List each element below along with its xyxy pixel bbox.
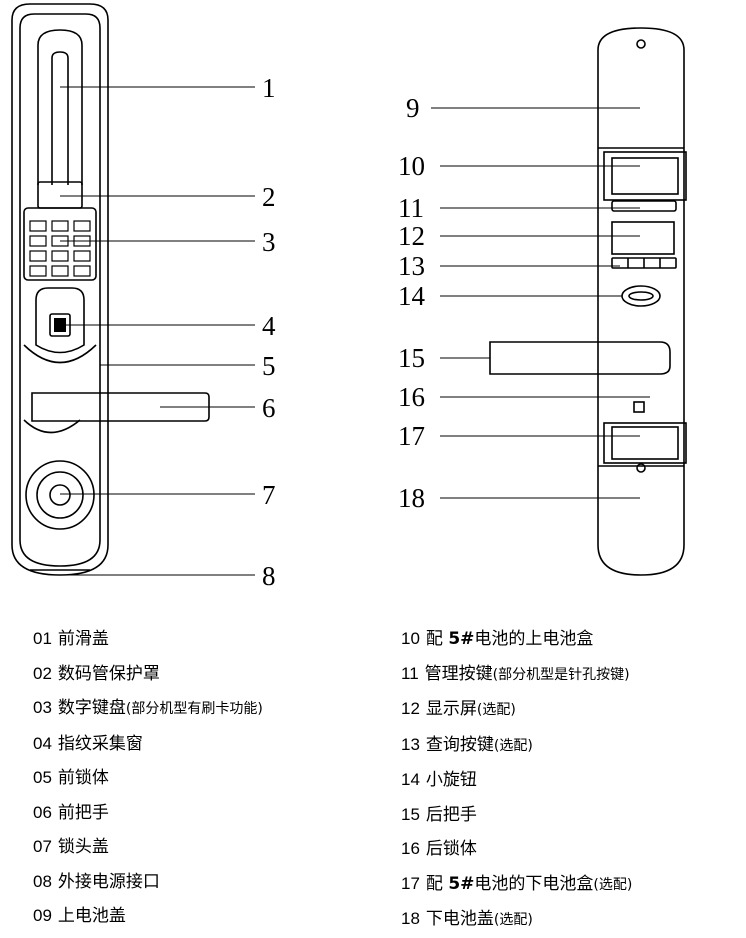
callout-11: 11: [398, 193, 424, 223]
upper-battery-box: [603, 151, 687, 201]
lock-cylinder-cover: [25, 460, 95, 530]
callout-12: 12: [398, 221, 425, 251]
back-handle: [489, 341, 671, 375]
callout-17: 17: [398, 421, 425, 451]
callout-2: 2: [262, 182, 276, 212]
callout-16: 16: [398, 382, 425, 412]
callout-15: 15: [398, 343, 425, 373]
callout-8: 8: [262, 561, 276, 591]
thumb-knob: [621, 285, 661, 307]
front-callout-numbers: 1 2 3 4 5 6 7 8: [262, 73, 276, 591]
callout-6: 6: [262, 393, 276, 423]
callout-9: 9: [406, 93, 420, 123]
keypad: [23, 207, 97, 281]
callout-5: 5: [262, 351, 276, 381]
fingerprint-window: [35, 287, 85, 354]
back-callout-lines: [431, 107, 650, 499]
front-callout-lines: [60, 86, 255, 576]
callout-18: 18: [398, 483, 425, 513]
front-lock-panel: [11, 3, 210, 576]
lock-diagram: 1 2 3 4 5 6 7 8 9 10 11 12 13 14 15 16 1…: [11, 3, 687, 591]
callout-7: 7: [262, 480, 276, 510]
callout-3: 3: [262, 227, 276, 257]
callout-1: 1: [262, 73, 276, 103]
display-screen: [611, 221, 675, 255]
front-handle: [31, 392, 210, 422]
callout-14: 14: [398, 281, 426, 311]
callout-10: 10: [398, 151, 425, 181]
management-button: [611, 200, 677, 212]
lower-battery-box: [603, 422, 687, 464]
callout-13: 13: [398, 251, 425, 281]
callout-4: 4: [262, 311, 276, 341]
back-callout-numbers: 9 10 11 12 13 14 15 16 17 18: [398, 93, 426, 513]
digit-display-shield: [37, 181, 83, 209]
back-lock-panel: [489, 27, 687, 576]
front-sliding-cover: [37, 29, 83, 185]
